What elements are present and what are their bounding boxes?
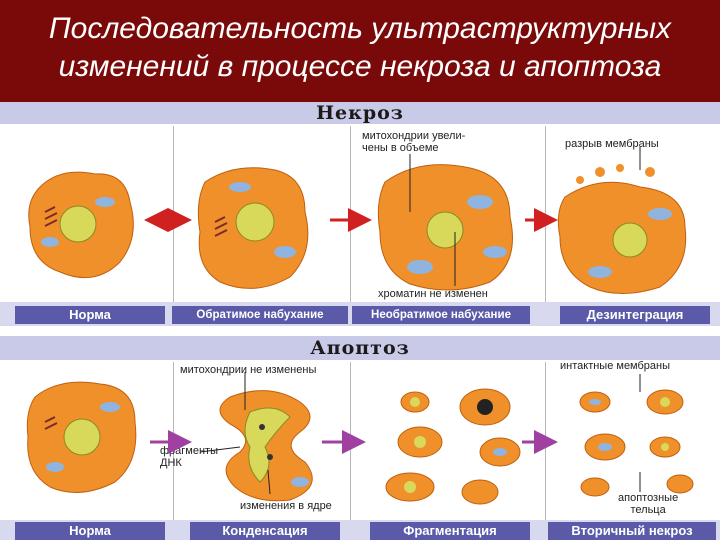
- stage-label-disintegration: Дезинтеграция: [560, 306, 710, 324]
- stage-label-fragmentation: Фрагментация: [370, 522, 530, 540]
- cell-normal: [28, 171, 134, 279]
- cell-condensation: [199, 372, 313, 502]
- cell-reversible-swelling: [197, 167, 309, 289]
- cell-disintegration: [557, 147, 687, 294]
- apoptosis-header-band: [0, 336, 720, 360]
- cell-normal-apoptosis: [26, 381, 137, 493]
- necrosis-header-band: [0, 102, 720, 124]
- note-intact-membranes: интактные мембраны: [560, 360, 671, 372]
- diagram-panel: Некроз Норма Обратимое набухание Необрат…: [0, 102, 720, 540]
- note-mitochondria-unchanged: митохондрии не изменены: [180, 364, 317, 376]
- apoptosis-heading: Апоптоз: [310, 337, 410, 359]
- note-membrane-rupture: разрыв мембраны: [565, 138, 659, 150]
- stage-label-norm: Норма: [15, 306, 165, 324]
- stage-label-secondary-necrosis: Вторичный некроз: [548, 522, 716, 540]
- stage-label-reversible-swelling: Обратимое набухание: [172, 306, 348, 324]
- cell-secondary-necrosis: [579, 374, 694, 497]
- stage-label-norm: Норма: [15, 522, 165, 540]
- cell-irreversible-swelling: [377, 154, 513, 291]
- stage-label-irreversible-swelling: Необратимое набухание: [352, 306, 530, 324]
- note-nuclear-changes: изменения в ядре: [240, 500, 332, 512]
- cell-illustrations: [26, 147, 694, 505]
- stage-label-condensation: Конденсация: [190, 522, 340, 540]
- note-mitochondria-enlarged: митохондрии увели- чены в объеме: [362, 130, 466, 154]
- apoptosis-stage-band: [0, 520, 720, 540]
- note-apoptotic-bodies: апоптозные тельца: [618, 492, 679, 516]
- note-chromatin-unchanged: хроматин не изменен: [378, 288, 488, 300]
- slide-title: Последовательность ультраструктурных изм…: [0, 0, 720, 100]
- title-line-1: Последовательность ультраструктурных: [48, 12, 672, 45]
- cell-fragmentation: [385, 388, 521, 505]
- necrosis-heading: Некроз: [316, 102, 404, 124]
- title-line-2: изменений в процессе некроза и апоптоза: [58, 50, 662, 83]
